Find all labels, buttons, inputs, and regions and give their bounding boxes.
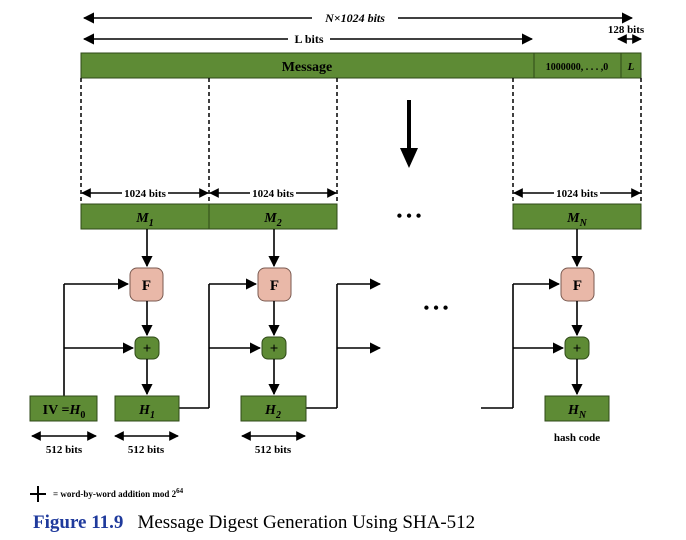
padding-label: 1000000, . . . ,0	[546, 62, 609, 73]
message-length-dimension: L bits	[82, 32, 534, 46]
block-size-label-2: 1024 bits	[252, 188, 295, 200]
hash-code-label: hash code	[554, 432, 600, 444]
adders: + + +	[134, 336, 590, 360]
dashed-guides	[80, 78, 642, 204]
total-length-dimension: N×1024 bits	[82, 11, 634, 25]
state-boxes: IV =H0 H1 H2 HN	[29, 395, 610, 422]
padding-length-dimension: 128 bits	[608, 24, 645, 44]
chaining-lines	[63, 278, 565, 409]
figure-number: Figure 11.9	[33, 512, 124, 533]
compression-functions: F F F	[129, 267, 595, 302]
block-m1	[80, 203, 210, 230]
block-size-dimensions: 1024 bits 1024 bits 1024 bits	[81, 188, 641, 200]
iv-box	[29, 395, 98, 422]
h2-box	[240, 395, 307, 422]
figure-caption: Figure 11.9 Message Digest Generation Usi…	[33, 512, 633, 534]
svg-text:+: +	[143, 341, 152, 357]
f-to-adder-arrows	[141, 301, 583, 337]
block-mn-label: MN	[566, 211, 587, 229]
block-mn	[512, 203, 642, 230]
hn-label: HN	[567, 403, 587, 421]
state-size-label-iv: 512 bits	[46, 444, 83, 456]
total-length-label: N×1024 bits	[324, 11, 385, 25]
padding-length-label: 128 bits	[608, 24, 645, 36]
block-m2	[208, 203, 338, 230]
message-length-label: L bits	[294, 32, 323, 46]
blocks-ellipsis: • • •	[397, 208, 422, 225]
iv-label: IV =H0	[43, 403, 86, 421]
hn-box	[544, 395, 610, 422]
svg-text:+: +	[270, 341, 279, 357]
message-segment	[80, 52, 642, 79]
h1-box	[114, 395, 180, 422]
h1-label: H1	[138, 403, 155, 421]
plus-icon	[30, 486, 46, 502]
block-size-label-n: 1024 bits	[556, 188, 599, 200]
block-m2-label: M2	[263, 211, 281, 229]
h2-label: H2	[264, 403, 281, 421]
block-size-label-1: 1024 bits	[124, 188, 167, 200]
svg-text:F: F	[270, 278, 279, 294]
length-field-label: L	[627, 61, 635, 73]
message-blocks: M1 M2 • • • MN	[80, 203, 642, 230]
svg-text:F: F	[573, 278, 582, 294]
svg-text:+: +	[573, 341, 582, 357]
adder-to-state-arrows	[141, 359, 583, 396]
svg-text:F: F	[142, 278, 151, 294]
state-size-label-h1: 512 bits	[128, 444, 165, 456]
figure-title: Message Digest Generation Using SHA-512	[137, 512, 476, 533]
message-bar: Message 1000000, . . . ,0 L	[80, 52, 642, 79]
block-to-f-arrows	[141, 229, 583, 268]
chain-ellipsis: • • •	[424, 300, 449, 317]
message-label: Message	[282, 60, 333, 75]
legend-text: = word-by-word addition mod 264	[53, 487, 184, 499]
state-size-label-h2: 512 bits	[255, 444, 292, 456]
legend: = word-by-word addition mod 264	[30, 486, 184, 502]
block-m1-label: M1	[135, 211, 153, 229]
down-arrow-icon	[400, 100, 418, 168]
